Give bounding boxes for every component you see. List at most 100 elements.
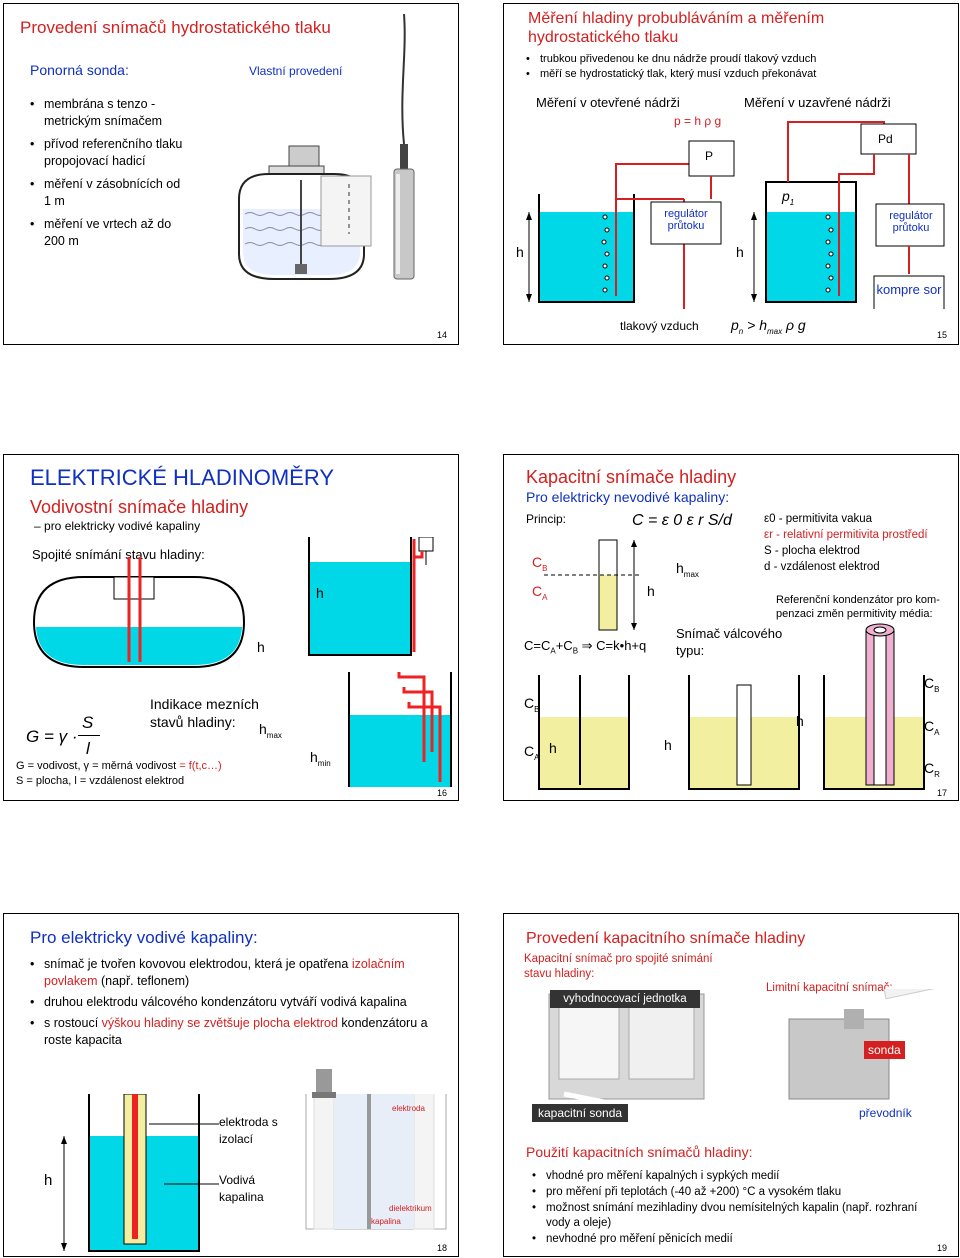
page-number: 19 <box>937 1243 948 1253</box>
usage-4: nevhodné pro měření pěnicích medií <box>530 1232 940 1247</box>
p1-label: p1 <box>782 188 794 207</box>
cb-label-bottom: CB <box>524 695 539 714</box>
bullet-1: trubkou přivedenou ke dnu nádrže proudí … <box>524 52 944 66</box>
formula-closed: pn > hmax ρ g <box>731 317 806 336</box>
def-1: ε0 - permitivita vakua <box>764 513 873 525</box>
photo-probe <box>312 1069 336 1098</box>
formula-closed-mid: > h <box>743 317 767 333</box>
sum-sub-b: B <box>572 646 579 656</box>
hmax-symbol: h <box>259 721 267 737</box>
def-2: εr - relativní permitivita prostředí <box>764 529 928 541</box>
ca-symbol: C <box>532 583 543 599</box>
formula: C = ε 0 ε r S/d <box>632 512 732 529</box>
page-number: 14 <box>437 330 448 340</box>
limit-label: Indikace mezních stavů hladiny: <box>150 696 259 730</box>
sub-item-text: pro elektricky vodivé kapaliny <box>44 519 201 533</box>
cr-sub: R <box>934 769 940 779</box>
photo-label-kapalina: kapalina <box>371 1217 401 1226</box>
photo-label-elektroda: elektroda <box>392 1104 425 1113</box>
device-photos <box>548 989 956 1104</box>
h-label-closed: h <box>736 244 744 260</box>
sub-item: – pro elektricky vodivé kapaliny <box>34 519 201 533</box>
p1-symbol: p <box>782 188 790 204</box>
own-label: Vlastní provedení <box>249 64 343 78</box>
regulator-label-2: regulátor průtoku <box>889 210 933 234</box>
hmax-label: hmax <box>676 560 699 579</box>
probe-photo <box>393 14 415 280</box>
bullet-list: snímač je tvořen kovovou elektrodou, kte… <box>28 956 428 1053</box>
slide-14: Provedení snímačů hydrostatického tlaku … <box>3 3 459 345</box>
probe-label: kapacitní sonda <box>532 1104 629 1122</box>
page-number: 16 <box>437 788 448 798</box>
slide-19: Provedení kapacitního snímače hladiny Ka… <box>503 913 959 1257</box>
cr-symbol: C <box>924 760 935 776</box>
h-label-2: h <box>664 737 672 753</box>
conductive-diagram <box>32 537 452 787</box>
ca-sub: A <box>542 592 548 602</box>
formula-s: S <box>82 713 94 732</box>
formula-open: p = h ρ g <box>674 114 722 128</box>
electrode-diagram <box>61 1094 447 1252</box>
p-box-label: P <box>705 149 714 163</box>
legend-2: S = plocha, l = vzdálenost elektrod <box>16 775 185 787</box>
bullet-3: s rostoucí výškou hladiny se zvětšuje pl… <box>28 1015 428 1049</box>
definitions: ε0 - permitivita vakua εr - relativní pe… <box>764 511 928 575</box>
bullet-1-red: izolačním povlakem <box>44 957 405 988</box>
legend-1-red: = f(t,c…) <box>179 760 222 772</box>
page-number: 15 <box>937 330 948 340</box>
h-label: h <box>44 1172 53 1189</box>
h-label-open: h <box>516 244 524 260</box>
slide-title: Provedení snímačů hydrostatického tlaku <box>20 18 331 37</box>
cb-label-ref: CB <box>924 675 939 694</box>
slide-18: Pro elektricky vodivé kapaliny: snímač j… <box>3 913 459 1257</box>
cb-sub-3: B <box>934 684 940 694</box>
limit-label: Limitní kapacitní snímač: <box>766 982 893 994</box>
ref-label: Referenční kondenzátor pro kom- penzaci … <box>776 594 940 620</box>
slide-title: Měření hladiny probubláváním a měřením h… <box>528 10 825 46</box>
h-label-1: h <box>549 740 557 756</box>
bullet-1-pre: snímač je tvořen kovovou elektrodou, kte… <box>44 957 352 971</box>
cr-label-ref: CR <box>924 760 940 779</box>
slide-17: Kapacitní snímače hladiny Pro elektricky… <box>503 454 959 801</box>
bullet-2: druhou elektrodu válcového kondenzátoru … <box>28 994 428 1011</box>
usage-1: vhodné pro měření kapalných i sypkých me… <box>530 1169 940 1184</box>
bullet-list: membrána s tenzo - metrickým snímačem př… <box>28 96 183 254</box>
open-tank-title: Měření v otevřené nádrži <box>536 95 680 110</box>
h-label-tank: h <box>257 639 265 655</box>
h-label-top: h <box>647 583 655 599</box>
bullet-3-red: výškou hladiny se zvětšuje plocha elektr… <box>101 1016 338 1030</box>
bullet-3-pre: s rostoucí <box>44 1016 102 1030</box>
formula-g: G = γ · <box>26 727 78 746</box>
h-label-tall: h <box>316 585 324 601</box>
converter-label: převodník <box>859 1106 912 1120</box>
unit-label: vyhodnocovací jednotka <box>550 990 700 1008</box>
photo-label-dielektrikum: dielektrikum <box>389 1204 432 1213</box>
sum-sub-a: A <box>550 646 556 656</box>
sum-2: +C <box>555 638 573 653</box>
cb-sub-2: B <box>534 704 540 714</box>
cb-symbol-3: C <box>924 675 935 691</box>
ca-symbol-3: C <box>924 718 935 734</box>
h-label-3: h <box>796 713 804 729</box>
usage-title: Použití kapacitních snímačů hladiny: <box>526 1144 753 1160</box>
bubbler-diagram <box>526 121 945 309</box>
bullet-1: membrána s tenzo - metrickým snímačem <box>28 96 183 130</box>
hmax-subscript: max <box>266 730 282 740</box>
hmax-symbol: h <box>676 560 684 576</box>
compressor-label: kompre sor <box>876 282 942 297</box>
tank-illustration <box>238 145 372 280</box>
subtitle: Ponorná sonda: <box>30 62 129 78</box>
cb-symbol: C <box>532 554 543 570</box>
closed-tank-title: Měření v uzavřené nádrži <box>744 95 891 110</box>
def-4: d - vzdálenost elektrod <box>764 561 880 573</box>
sum-1: C=C <box>524 638 551 653</box>
page-number: 17 <box>937 788 948 798</box>
ca-label-top: CA <box>532 583 547 602</box>
principle-label: Princip: <box>526 512 567 526</box>
ca-symbol-2: C <box>524 743 535 759</box>
bullet-1: snímač je tvořen kovovou elektrodou, kte… <box>28 956 428 990</box>
bullet-3-post: kondenzátoru a roste kapacita <box>44 1016 428 1047</box>
slide-title: ELEKTRICKÉ HLADINOMĚRY <box>30 465 335 490</box>
slide-title: Provedení kapacitního snímače hladiny <box>526 930 806 947</box>
bullet-1-post: (např. teflonem) <box>97 974 190 988</box>
